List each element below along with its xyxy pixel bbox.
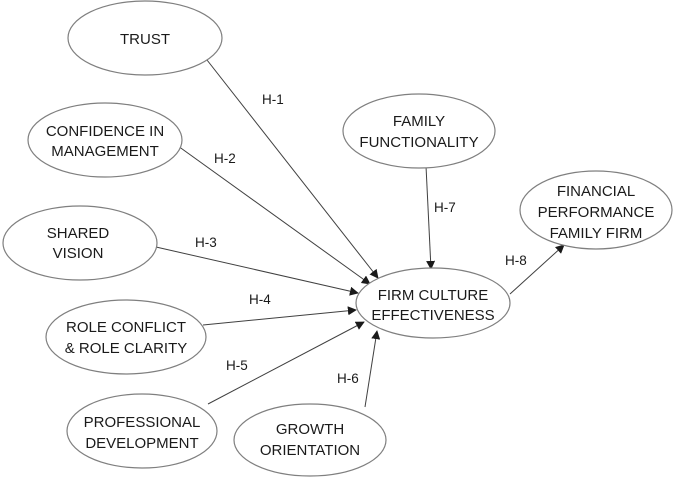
- node-label: PERFORMANCE: [538, 204, 655, 221]
- node-confidence-in-management: CONFIDENCE IN MANAGEMENT: [27, 102, 183, 178]
- node-label: CONFIDENCE IN: [46, 123, 164, 140]
- node-label: FAMILY: [393, 113, 445, 130]
- node-professional-development: PROFESSIONAL DEVELOPMENT: [66, 393, 218, 469]
- node-growth-orientation: GROWTH ORIENTATION: [233, 403, 387, 477]
- edge-label-h3: H-3: [195, 235, 217, 250]
- node-label: VISION: [53, 245, 104, 262]
- edge-label-h4: H-4: [249, 292, 271, 307]
- edge-h4: [202, 306, 357, 326]
- node-label: FIRM CULTURE: [378, 287, 489, 304]
- node-financial-performance-family-firm: FINANCIAL PERFORMANCE FAMILY FIRM: [519, 170, 673, 250]
- node-firm-culture-effectiveness: FIRM CULTURE EFFECTIVENESS: [355, 267, 511, 339]
- edge-h2: [177, 145, 371, 285]
- edge-label-h8: H-8: [505, 253, 527, 268]
- edge-h3: [155, 246, 359, 296]
- node-label: TRUST: [120, 31, 170, 48]
- edge-h5: [207, 321, 365, 405]
- node-label: DEVELOPMENT: [85, 435, 198, 452]
- node-role-conflict-role-clarity: ROLE CONFLICT & ROLE CLARITY: [45, 299, 207, 375]
- node-label: EFFECTIVENESS: [371, 307, 494, 324]
- node-label: FINANCIAL: [557, 183, 635, 200]
- node-label: ORIENTATION: [260, 442, 360, 459]
- edge-label-h6: H-6: [337, 371, 359, 386]
- edge-h6: [364, 330, 381, 408]
- node-family-functionality: FAMILY FUNCTIONALITY: [342, 93, 496, 169]
- node-label: MANAGEMENT: [51, 143, 159, 160]
- edge-label-h7: H-7: [434, 200, 456, 215]
- node-label: & ROLE CLARITY: [65, 340, 188, 357]
- node-label: GROWTH: [276, 421, 344, 438]
- edge-h8: [509, 244, 565, 295]
- node-label: SHARED: [47, 225, 110, 242]
- edge-h7: [425, 165, 436, 270]
- node-shared-vision: SHARED VISION: [2, 205, 158, 281]
- node-label: PROFESSIONAL: [84, 414, 201, 431]
- edge-label-h2: H-2: [214, 151, 236, 166]
- node-label: ROLE CONFLICT: [66, 319, 186, 336]
- edge-label-h1: H-1: [262, 92, 284, 107]
- node-trust: TRUST: [67, 0, 223, 76]
- edge-h1: [206, 59, 379, 279]
- edge-label-h5: H-5: [226, 358, 248, 373]
- node-label: FAMILY FIRM: [550, 225, 643, 242]
- node-label: FUNCTIONALITY: [359, 134, 478, 151]
